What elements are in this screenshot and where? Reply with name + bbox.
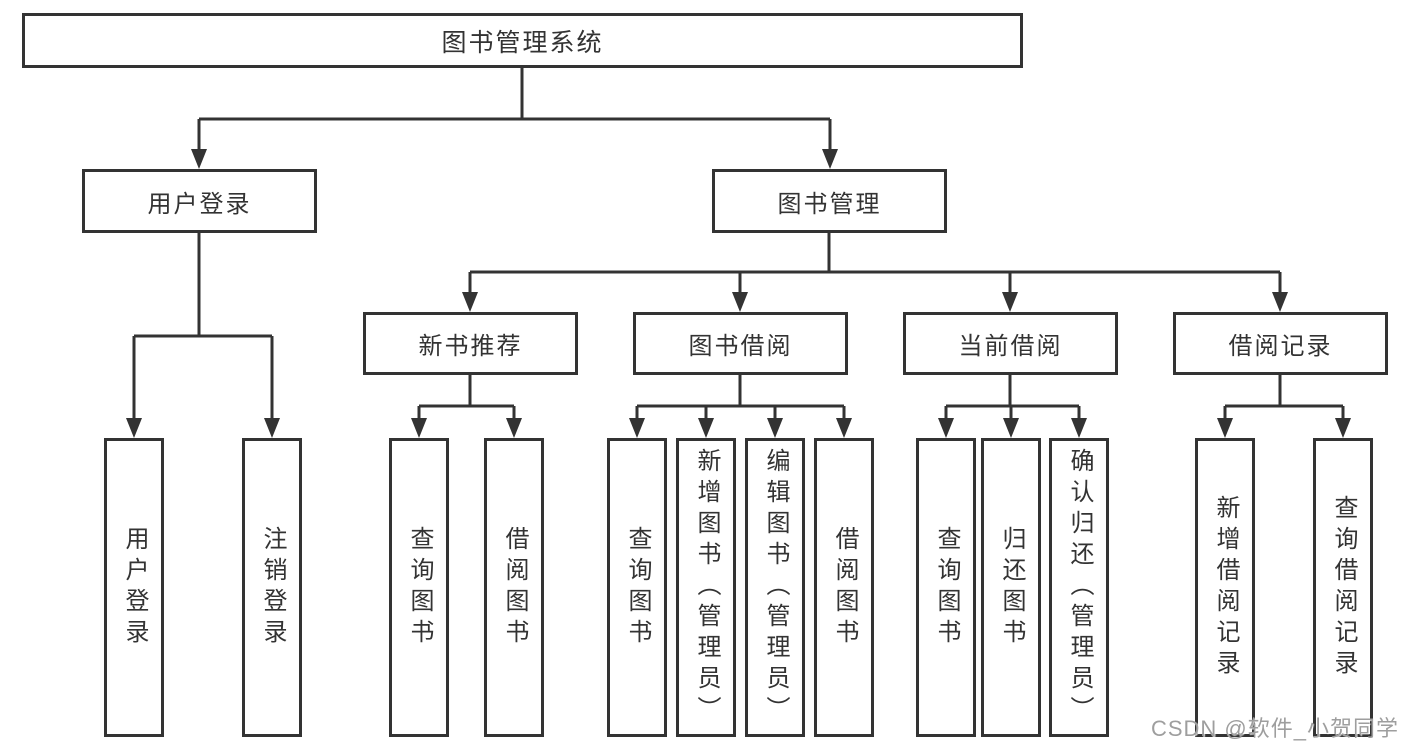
node-book-management: 图书管理 <box>712 169 947 233</box>
node-label: 用户登录 <box>147 190 252 218</box>
leaf-query-books-borrowing: 查询图书 <box>607 438 667 737</box>
node-label: 查询图书 <box>406 525 433 650</box>
node-label: 图书管理 <box>777 190 882 218</box>
node-label: 图书管理系统 <box>441 28 604 57</box>
node-current-borrowing: 当前借阅 <box>903 312 1118 375</box>
node-new-book-recommend: 新书推荐 <box>363 312 578 375</box>
leaf-return-book: 归还图书 <box>981 438 1041 737</box>
leaf-add-borrow-record: 新增借阅记录 <box>1195 438 1255 737</box>
leaf-query-borrow-record: 查询借阅记录 <box>1313 438 1373 737</box>
leaf-edit-book-admin: 编辑图书（管理员） <box>745 438 805 737</box>
node-user-login: 用户登录 <box>82 169 317 233</box>
node-label: 查询借阅记录 <box>1330 494 1357 681</box>
node-label: 借阅图书 <box>831 525 858 650</box>
leaf-logout: 注销登录 <box>242 438 302 737</box>
node-label: 查询图书 <box>624 525 651 650</box>
node-label: 图书借阅 <box>688 333 793 360</box>
leaf-confirm-return-admin: 确认归还（管理员） <box>1049 438 1109 737</box>
node-label: 确认归还（管理员） <box>1066 448 1093 727</box>
leaf-add-book-admin: 新增图书（管理员） <box>676 438 736 737</box>
leaf-query-books-recommend: 查询图书 <box>389 438 449 737</box>
node-borrowing-records: 借阅记录 <box>1173 312 1388 375</box>
node-book-borrowing: 图书借阅 <box>633 312 848 375</box>
node-label: 查询图书 <box>933 525 960 650</box>
watermark: CSDN @软件_小贺同学 <box>1150 716 1399 741</box>
node-library-management-system: 图书管理系统 <box>22 13 1023 68</box>
leaf-borrow-books-recommend: 借阅图书 <box>484 438 544 737</box>
leaf-borrow-books: 借阅图书 <box>814 438 874 737</box>
leaf-user-login: 用户登录 <box>104 438 164 737</box>
node-label: 新增图书（管理员） <box>693 448 720 727</box>
node-label: 当前借阅 <box>958 333 1063 360</box>
node-label: 归还图书 <box>998 525 1025 650</box>
node-label: 编辑图书（管理员） <box>762 448 789 727</box>
node-label: 用户登录 <box>121 525 148 650</box>
node-label: 注销登录 <box>259 525 286 650</box>
node-label: 借阅图书 <box>501 525 528 650</box>
node-label: 新增借阅记录 <box>1212 494 1239 681</box>
leaf-query-books-current: 查询图书 <box>916 438 976 737</box>
node-label: 借阅记录 <box>1228 333 1333 360</box>
node-label: 新书推荐 <box>418 333 523 360</box>
